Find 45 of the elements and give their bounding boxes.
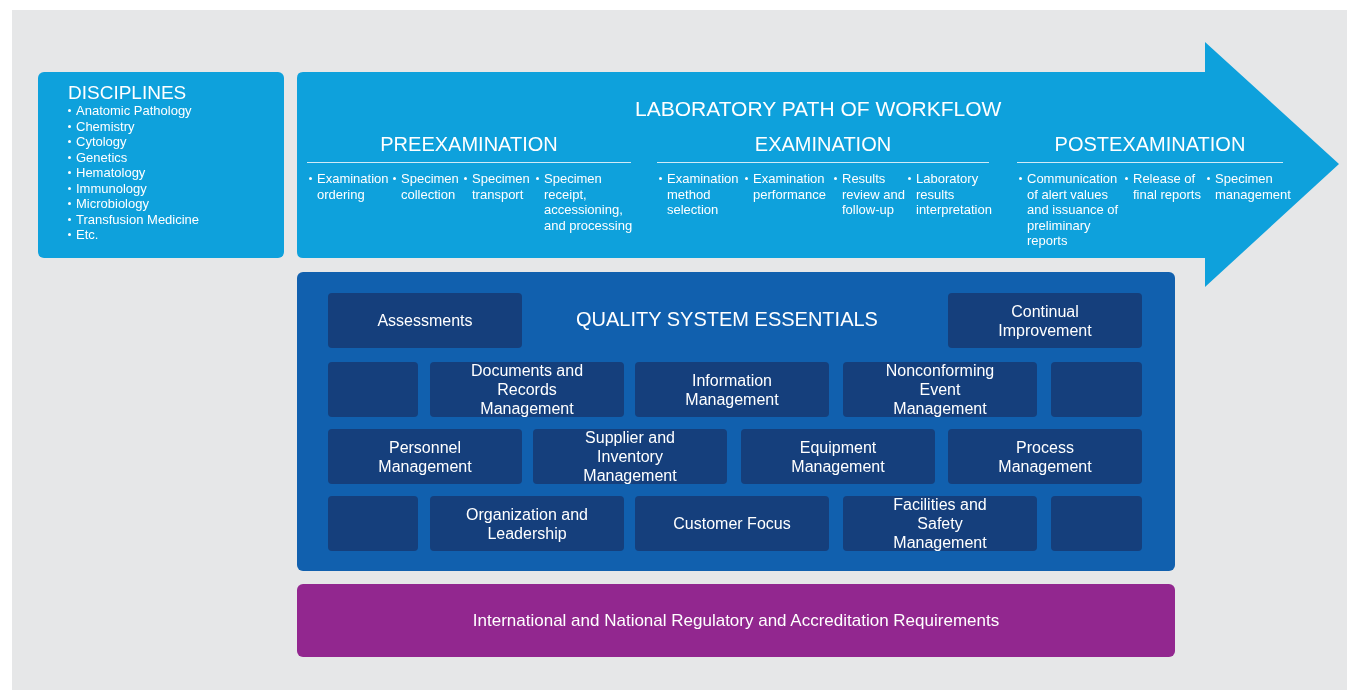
disciplines-panel	[38, 72, 284, 258]
empty-tile	[1051, 496, 1142, 551]
essential-tile: Nonconforming Event Management	[843, 362, 1037, 417]
essential-tile: Information Management	[635, 362, 829, 417]
phase-heading: POSTEXAMINATION	[1017, 132, 1283, 163]
list-item: Examination method selection	[657, 171, 743, 218]
list-item: Anatomic Pathology	[66, 103, 200, 119]
list-item: Immunology	[66, 180, 200, 196]
list-item: Specimen collection	[391, 171, 462, 202]
arrow-title: LABORATORY PATH OF WORKFLOW	[635, 97, 1002, 121]
essential-tile: Customer Focus	[635, 496, 829, 551]
list-item: Microbiology	[66, 196, 200, 212]
empty-tile	[328, 362, 418, 417]
list-item: Chemistry	[66, 118, 200, 134]
list-item: Cytology	[66, 134, 200, 150]
essential-tile: Facilities and Safety Management	[843, 496, 1037, 551]
list-item: Specimen transport	[462, 171, 534, 202]
phase-heading: EXAMINATION	[657, 132, 989, 163]
essential-tile: Supplier and Inventory Management	[533, 429, 727, 484]
requirements-band: International and National Regulatory and Accreditation Requirements	[297, 584, 1175, 657]
list-item: Transfusion Medicine	[66, 211, 200, 227]
empty-tile	[1051, 362, 1142, 417]
panel-heading: DISCIPLINES	[68, 82, 187, 104]
essential-tile: Assessments	[328, 293, 522, 348]
list-item: Laboratory results interpretation	[906, 171, 990, 218]
essential-tile: Equipment Management	[741, 429, 935, 484]
list-item: Communication of alert values and issuance of preliminary reports	[1017, 171, 1123, 249]
essential-tile: Continual Improvement	[948, 293, 1142, 348]
list-item: Examination performance	[743, 171, 832, 202]
phase-heading: PREEXAMINATION	[307, 132, 631, 163]
essential-tile: Organization and Leadership	[430, 496, 624, 551]
panel-heading: QUALITY SYSTEM ESSENTIALS	[576, 308, 878, 331]
empty-tile	[328, 496, 418, 551]
list-item: Hematology	[66, 165, 200, 181]
workflow-arrow	[297, 42, 1339, 287]
list-item: Results review and follow-up	[832, 171, 906, 218]
list-item: Specimen receipt, accessioning, and processing	[534, 171, 638, 233]
essential-tile: Personnel Management	[328, 429, 522, 484]
list-item: Release of final reports	[1123, 171, 1205, 202]
list-item: Etc.	[66, 227, 200, 243]
essential-tile: Process Management	[948, 429, 1142, 484]
quality-panel	[297, 272, 1175, 571]
list-item: Examination ordering	[307, 171, 391, 202]
list-item: Genetics	[66, 149, 200, 165]
essential-tile: Documents and Records Management	[430, 362, 624, 417]
